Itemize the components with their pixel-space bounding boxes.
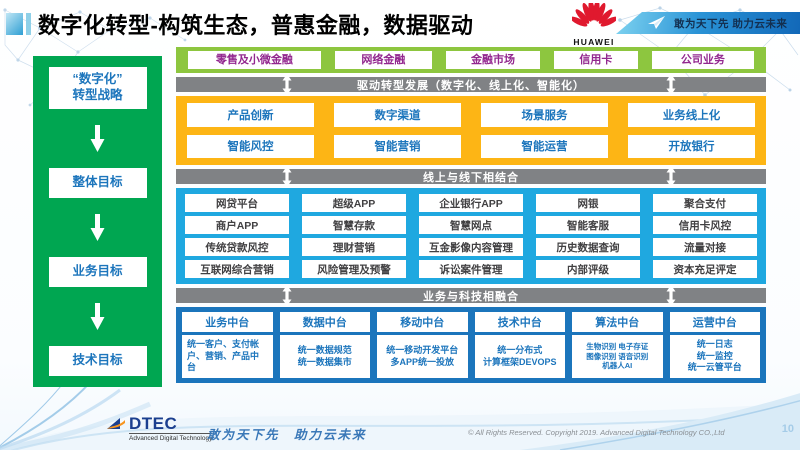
platform-cell: 信用卡风控 [653,216,757,234]
mid-platform-detail: 统一日志 统一监控 统一云管平台 [669,335,760,379]
mid-platform-column: 数据中台 统一数据规范 统一数据集市 [279,312,370,379]
mid-platform-column: 算法中台 生物识别 电子存证 图像识别 语音识别 机器人AI [572,312,663,379]
dtec-logo-subtext: Advanced Digital Technology [129,433,213,442]
capability-cell: 开放银行 [628,134,755,158]
platform-cell: 传统贷款风控 [185,238,289,256]
mid-platform-column: 移动中台 统一移动开发平台 多APP统一投放 [377,312,468,379]
dtec-logo: DTEC Advanced Digital Technology [106,414,213,442]
down-arrow-icon [90,125,105,152]
connector-bar-label: 业务与科技相融合 [423,290,519,303]
business-line-item: 金融市场 [445,51,540,69]
page-number: 10 [781,423,794,435]
mid-platform-header: 算法中台 [572,312,663,332]
updown-arrow-icon [282,285,292,306]
footer-slogan: 敢为天下先 助力云未来 [207,428,367,442]
connector-bar-label: 驱动转型发展（数字化、线上化、智能化） [357,79,585,92]
business-line-item: 零售及小微金融 [188,51,321,69]
connector-bar-drive-transform: 驱动转型发展（数字化、线上化、智能化） [176,74,766,95]
platform-cell: 内部评级 [536,260,640,278]
strategy-sidebar: “数字化” 转型战略 整体目标 业务目标 技术目标 [33,56,162,387]
dtec-wordmark: DTEC [129,414,178,433]
mid-platform-header: 数据中台 [279,312,370,332]
platform-cell: 网银 [536,194,640,212]
business-line-item: 公司业务 [651,51,754,69]
connector-bar-biz-tech: 业务与科技相融合 [176,285,766,306]
mid-platform-header: 业务中台 [182,312,273,332]
business-line-item: 网络金融 [334,51,432,69]
platform-cell: 智慧存款 [302,216,406,234]
business-lines-row: 零售及小微金融 网络金融 金融市场 信用卡 公司业务 [176,47,766,73]
capability-cell: 数字渠道 [334,103,461,127]
capability-cell: 智能运营 [481,134,608,158]
mid-platform-column: 业务中台 统一客户、支付帐户、营销、产品中台 [182,312,273,379]
platform-cell: 企业银行APP [419,194,523,212]
banner-slogan: 敢为天下先 助力云未来 [674,17,788,30]
capability-cell: 智能风控 [187,134,314,158]
mid-platform-header: 移动中台 [377,312,468,332]
dtec-logo-icon [107,418,125,429]
mid-platform-detail: 统一数据规范 统一数据集市 [279,335,370,379]
down-arrow-icon [90,303,105,330]
platform-cell: 历史数据查询 [536,238,640,256]
title-accent-square [6,13,23,35]
main-diagram: 零售及小微金融 网络金融 金融市场 信用卡 公司业务 驱动转型发展（数字化、线上… [176,47,766,383]
capability-cell: 产品创新 [187,103,314,127]
platform-cell: 流量对接 [653,238,757,256]
business-line-item: 信用卡 [553,51,638,69]
capability-cell: 场景服务 [481,103,608,127]
platform-cell: 智慧网点 [419,216,523,234]
mid-platform-detail: 统一客户、支付帐户、营销、产品中台 [182,335,273,379]
mid-platform-column: 技术中台 统一分布式 计算框架DEVOPS [474,312,565,379]
connector-bar-label: 线上与线下相结合 [423,171,519,184]
down-arrow-icon [90,214,105,241]
mid-platform-header: 运营中台 [669,312,760,332]
sidebar-item-tech-goal: 技术目标 [48,346,147,376]
platform-cell: 商户APP [185,216,289,234]
sidebar-item-business-goal: 业务目标 [48,257,147,287]
updown-arrow-icon [666,285,676,306]
huawei-flower-icon [570,0,618,27]
huawei-wordmark: HUAWEI [573,37,615,47]
copyright-text: © All Rights Reserved. Copyright 2019. A… [468,428,725,437]
platform-cell: 聚合支付 [653,194,757,212]
middle-platforms-grid: 业务中台 统一客户、支付帐户、营销、产品中台 数据中台 统一数据规范 统一数据集… [176,307,766,383]
platform-cell: 互金影像内容管理 [419,238,523,256]
platform-cell: 资本充足评定 [653,260,757,278]
updown-arrow-icon [282,166,292,187]
mid-platform-detail: 统一分布式 计算框架DEVOPS [474,335,565,379]
platform-cell: 超级APP [302,194,406,212]
capability-cell: 业务线上化 [628,103,755,127]
platform-cell: 诉讼案件管理 [419,260,523,278]
title-accent-bar [26,13,31,35]
huawei-logo: HUAWEI [570,0,618,47]
platform-cell: 智能客服 [536,216,640,234]
platform-cell: 网贷平台 [185,194,289,212]
mid-platform-column: 运营中台 统一日志 统一监控 统一云管平台 [669,312,760,379]
platform-cell: 风险管理及预警 [302,260,406,278]
platform-cell: 理财营销 [302,238,406,256]
paper-plane-icon [648,16,665,29]
platform-cell: 互联网综合营销 [185,260,289,278]
capability-cell: 智能营销 [334,134,461,158]
updown-arrow-icon [666,74,676,95]
channel-platforms-grid: 网贷平台 超级APP 企业银行APP 网银 聚合支付 商户APP 智慧存款 智慧… [176,188,766,284]
sidebar-item-overall-goal: 整体目标 [48,168,147,198]
sidebar-item-strategy: “数字化” 转型战略 [48,67,147,109]
page-title: 数字化转型-构筑生态，普惠金融，数据驱动 [38,13,474,38]
header-banner: 敢为天下先 助力云未来 [616,12,800,34]
mid-platform-detail: 生物识别 电子存证 图像识别 语音识别 机器人AI [572,335,663,379]
updown-arrow-icon [282,74,292,95]
updown-arrow-icon [666,166,676,187]
digital-capabilities-grid: 产品创新 数字渠道 场景服务 业务线上化 智能风控 智能营销 智能运营 开放银行 [176,96,766,165]
mid-platform-header: 技术中台 [474,312,565,332]
mid-platform-detail: 统一移动开发平台 多APP统一投放 [377,335,468,379]
connector-bar-online-offline: 线上与线下相结合 [176,166,766,187]
